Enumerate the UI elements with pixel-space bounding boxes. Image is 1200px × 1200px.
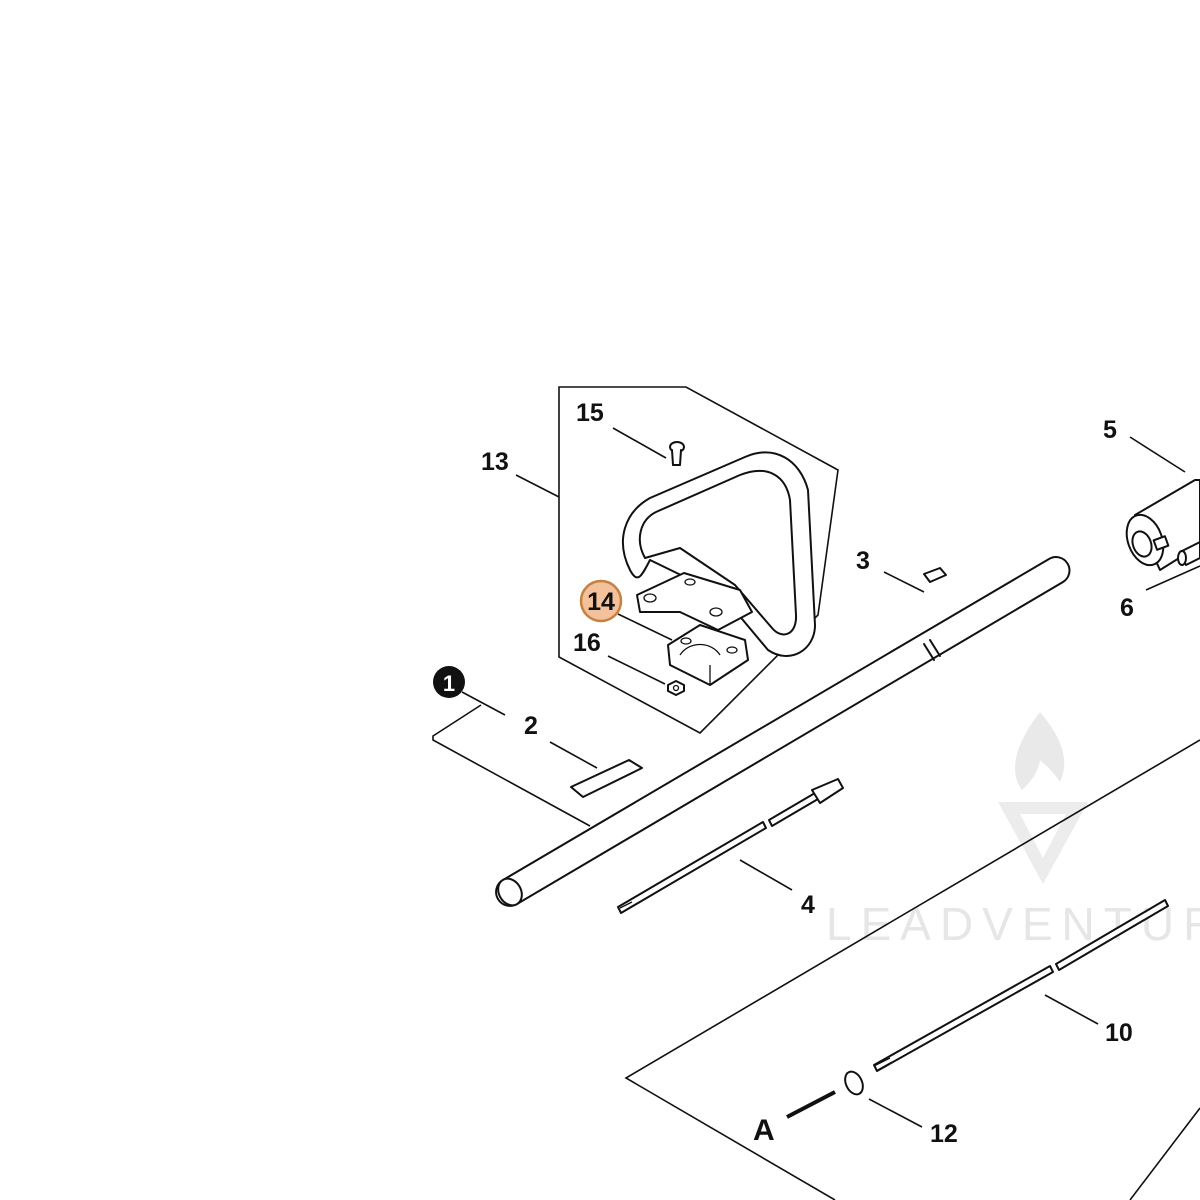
o-ring-part [844, 1070, 864, 1096]
nut-part [667, 680, 685, 696]
flame-logo-icon [1015, 712, 1065, 790]
bolt-part [1177, 541, 1200, 566]
callout-a[interactable]: A [753, 1114, 775, 1147]
lower-kit-outline [624, 739, 1200, 1200]
callout-16[interactable]: 16 [573, 629, 601, 657]
decal-part-2 [570, 759, 643, 798]
drive-shaft-part [617, 778, 844, 914]
callout-1-badge[interactable] [433, 666, 465, 698]
handle-kit-outline [558, 386, 839, 734]
callout-13[interactable]: 13 [481, 448, 509, 476]
callout-15[interactable]: 15 [576, 399, 604, 427]
drive-tube-part [495, 556, 1071, 907]
watermark: LEADVENTUR [826, 712, 1200, 950]
loop-handle-part [621, 451, 816, 657]
leader-lines [432, 427, 1200, 1128]
callout-10[interactable]: 10 [1105, 1019, 1133, 1047]
callout-12[interactable]: 12 [930, 1120, 958, 1148]
callout-14-highlight[interactable] [579, 579, 623, 623]
callout-3[interactable]: 3 [856, 547, 870, 575]
clamp-part [667, 624, 749, 686]
v-logo-icon [998, 802, 1088, 884]
callout-5[interactable]: 5 [1103, 416, 1117, 444]
callout-14[interactable]: 14 [587, 588, 615, 616]
decal-part-3 [923, 567, 947, 583]
arrow-a-line [786, 1090, 836, 1119]
callout-6[interactable]: 6 [1120, 594, 1134, 622]
callout-2[interactable]: 2 [524, 712, 538, 740]
screw-part [669, 441, 685, 466]
watermark-text: LEADVENTUR [826, 898, 1200, 950]
gearhead-part [1125, 479, 1200, 571]
callout-4[interactable]: 4 [801, 891, 815, 919]
flex-shaft-part [873, 899, 1169, 1072]
callout-1[interactable]: 1 [443, 671, 455, 696]
